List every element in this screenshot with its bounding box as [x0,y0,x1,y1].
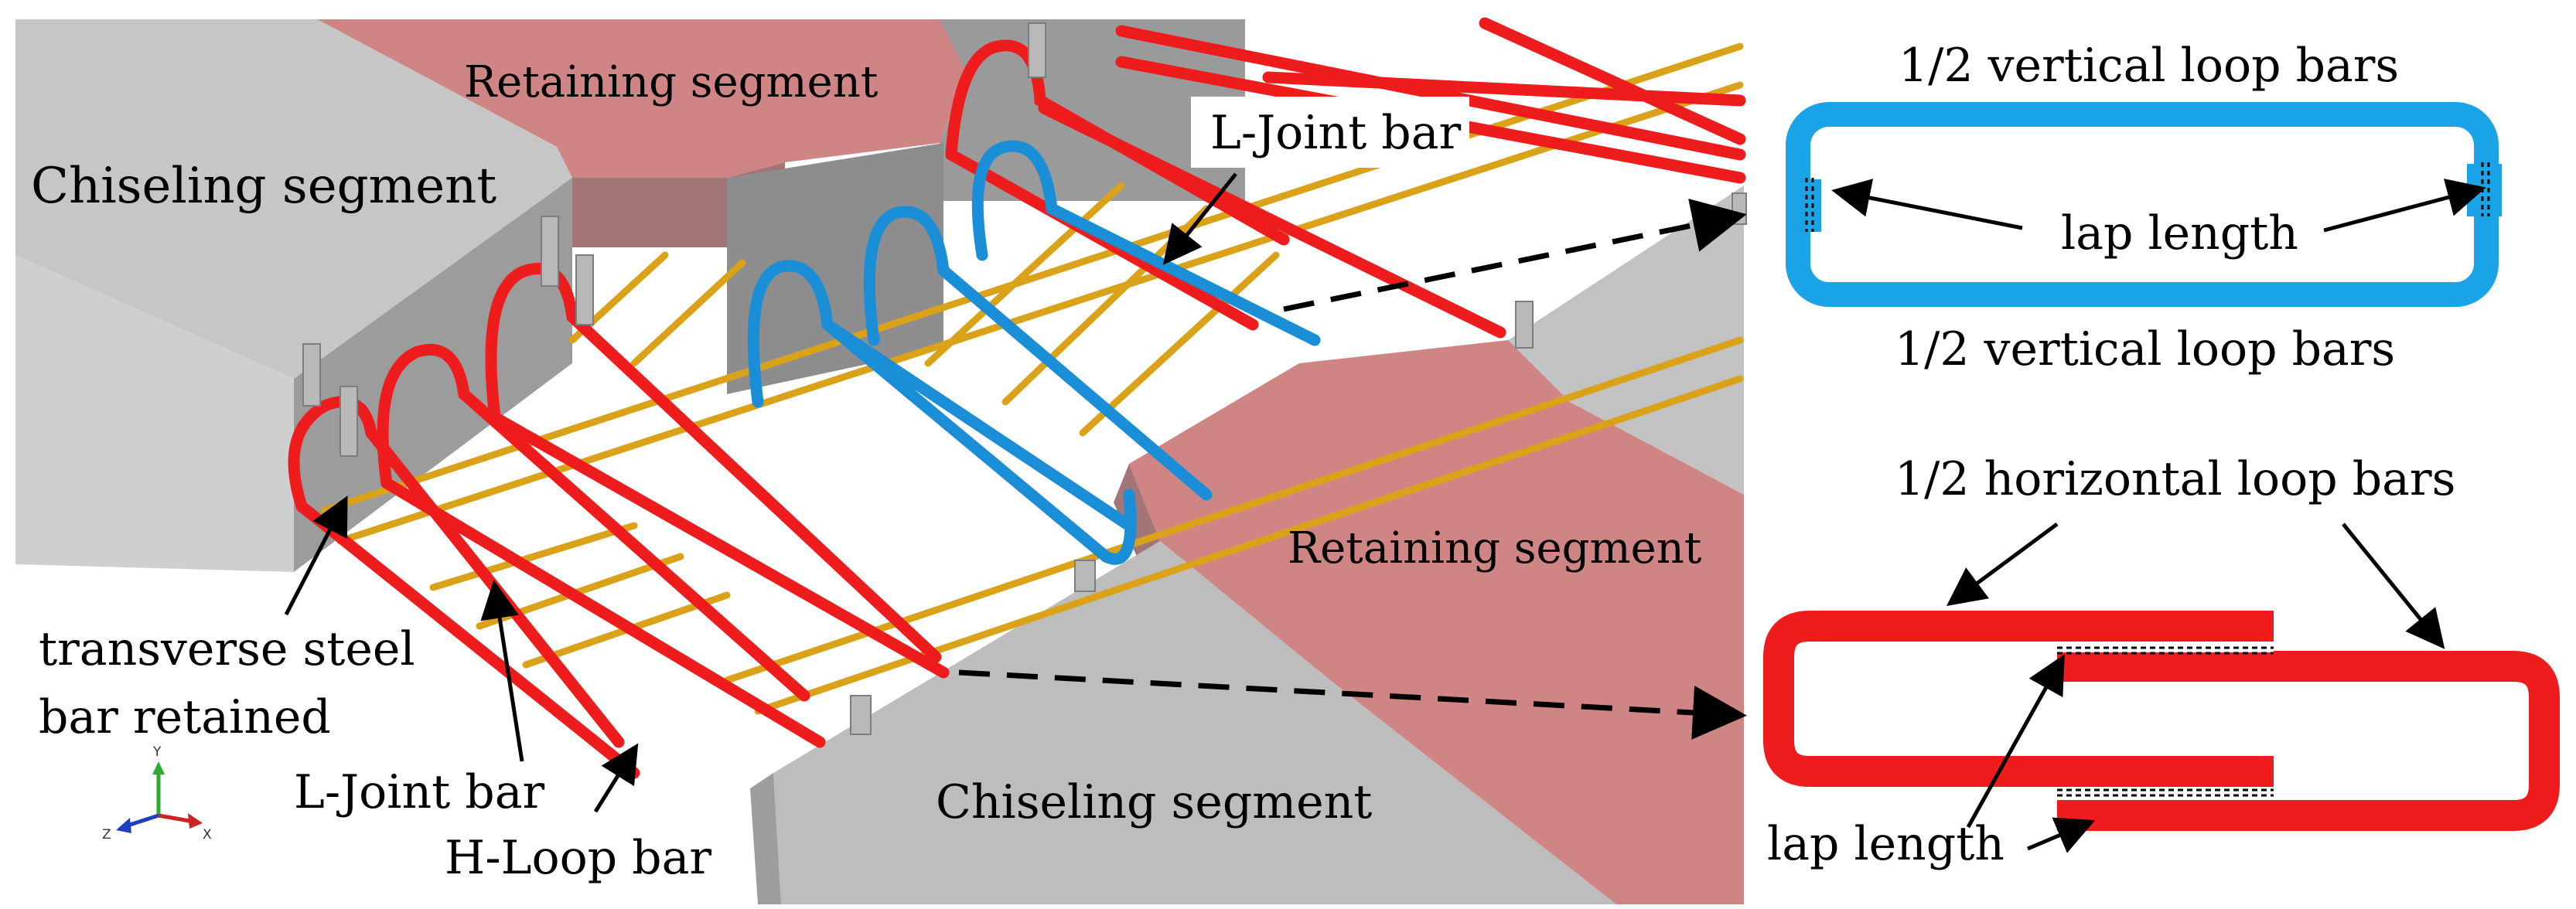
label-vertical-loop-bottom: 1/2 vertical loop bars [1895,322,2395,376]
steel-plate [541,216,559,287]
retaining-segment-top [317,19,967,178]
axis-z-label: Z [102,827,111,843]
label-transverse-line1: transverse steel [39,622,415,676]
chiseling-block-left-front [15,255,294,572]
axis-y-head [152,761,165,775]
steel-plate [575,254,594,325]
h-loop-bar [377,343,810,702]
steel-plate [1028,22,1046,78]
label-h-loop: H-Loop bar [445,831,711,885]
horizontal-loop-gap-top [2057,643,2274,652]
labels: Retaining segment Chiseling segment L-Jo… [31,39,2455,885]
label-retaining-bottom: Retaining segment [1288,523,1702,574]
arrow-l-joint-bottom [480,580,524,762]
axis-z-line [127,813,159,828]
transverse-bar [924,182,1125,367]
h-loop-bar [485,263,942,663]
h-loop-bar [1115,25,1746,161]
arrow-lap-length-left [1831,179,2023,230]
label-chiseling-top: Chiseling segment [31,158,496,215]
h-loop-bar [288,396,625,748]
retaining-segment-bottom [1129,340,1744,904]
chiseling-block-left-side [294,178,572,572]
label-chiseling-bottom: Chiseling segment [936,775,1372,829]
retaining-segment-bottom-side [1114,464,1160,557]
chiseling-block-bottom-front [750,773,781,904]
horizontal-loop-right-half [2057,651,2560,831]
chiseling-block-bottom-top [773,541,1616,904]
arrow-l-joint-top [1162,172,1237,265]
chiseling-block-mid-top [940,19,1245,201]
chiseling-block-left-top [15,19,572,379]
arrow-horizontal-left [1946,522,2059,606]
horizontal-loop-detail [1763,611,2560,831]
arrow-dashed-to-vertical [1283,198,1747,312]
axis-x-line [158,813,190,823]
h-loop-bar [489,411,950,679]
chiseling-block-mid-front [727,143,943,394]
model-3d [15,15,1748,904]
h-loop-bar [295,500,640,779]
transverse-bar [1079,251,1280,437]
l-joint-bar [863,206,1213,501]
label-retaining-top: Retaining segment [464,57,879,107]
steel-plate [850,695,872,735]
transverse-bar [321,43,1744,514]
h-loop-bar [1038,102,1506,339]
arrow-lap-length-right [2323,179,2486,233]
axis-z-head [116,818,131,833]
l-joint-bars [747,140,1321,565]
label-l-joint-top-bg [1191,97,1469,168]
axis-y-label: Y [152,744,162,760]
h-loop-bar [1479,17,1746,145]
h-loop-bar [380,477,826,748]
axis-x-head [188,813,203,829]
label-l-joint-bottom: L-Joint bar [294,765,544,819]
horizontal-loop-gap-bottom [2057,787,2274,799]
arrow-horizontal-right [2342,523,2445,649]
l-joint-bar [971,140,1321,346]
arrow-transverse [284,495,348,616]
lap-marker-left [1786,179,1821,232]
arrows [284,172,2486,853]
label-lap-length-top: lap length [2061,206,2298,260]
label-l-joint-top: L-Joint bar [1210,106,1461,160]
label-lap-length-bottom: lap length [1767,817,2005,871]
label-vertical-loop-top: 1/2 vertical loop bars [1899,39,2399,93]
axis-x-label: X [203,827,212,843]
steel-plate [1074,560,1096,592]
l-joint-bar [821,318,1135,532]
steel-plate [339,386,358,457]
steel-plates [302,22,1747,735]
chiseling-block-right-top [1508,186,1744,495]
arrow-dashed-to-horizontal [958,669,1747,740]
label-transverse-line2: bar retained [39,690,331,744]
arrow-lap-length-bottom-up [1966,654,2065,829]
l-joint-bar [747,260,1137,565]
transverse-bar [429,522,638,591]
transverse-bar [630,259,746,367]
arrow-lap-length-bottom-right [2027,817,2096,853]
horizontal-loop-left-half [1763,611,2274,787]
h-loop-bar [1262,71,1746,107]
axis-triad: Y X Z [102,744,212,843]
label-horizontal-loop: 1/2 horizontal loop bars [1895,452,2455,506]
steel-plate [302,343,321,407]
arrow-h-loop [593,743,639,813]
steel-plate [1515,301,1534,349]
